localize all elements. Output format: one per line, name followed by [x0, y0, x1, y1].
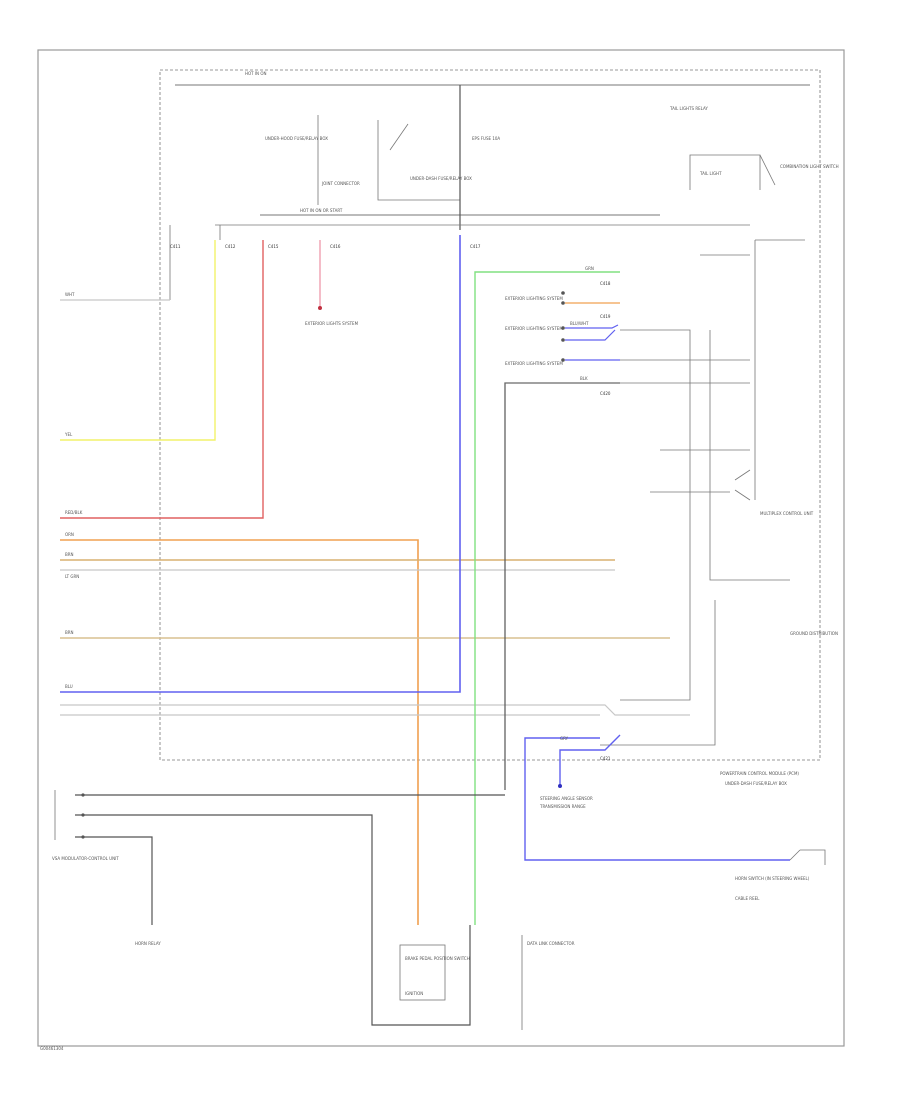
gry-label: GRY [560, 736, 569, 741]
right-switch-sub-label: TAIL LIGHT [699, 171, 722, 176]
fuse-box-label: UNDER-DASH FUSE/RELAY BOX [410, 176, 472, 181]
right-switch-label: COMBINATION LIGHT SWITCH [780, 164, 839, 169]
joint-label: JOINT CONNECTOR [321, 181, 360, 186]
ground-label: HORN RELAY [135, 941, 161, 946]
connector-node [81, 813, 85, 817]
blue-wire [60, 235, 461, 693]
connector-label: C420 [600, 391, 611, 396]
orange-wire [60, 539, 419, 925]
right-switch-blade [759, 154, 776, 186]
blue-loop-wire [559, 734, 621, 785]
steering-label: STEERING ANGLE SENSOR [540, 796, 593, 801]
blue-white-label: BLU/WHT [570, 321, 589, 326]
ignition-label: IGNITION [405, 991, 423, 996]
eps-switch [389, 123, 409, 151]
relay-box-label: BRAKE PEDAL POSITION SWITCH [405, 956, 470, 961]
connector-node [561, 326, 565, 330]
grey-wire-2 [60, 704, 690, 716]
tan-wire-1-label: BRN [65, 552, 74, 557]
horn-switch-label: HORN SWITCH (IN STEERING WHEEL) [735, 876, 810, 881]
ext-lighting-c-label: EXTERIOR LIGHTING SYSTEM [505, 361, 563, 366]
red-wire-label: RED/BLK [65, 510, 83, 515]
white-wire-label: WHT [65, 292, 75, 297]
pink-wire-node [318, 306, 322, 310]
connector-label: C416 [330, 244, 341, 249]
steering-sub-label: TRANSMISSION RANGE [539, 804, 586, 809]
connector-node [561, 291, 565, 295]
orange-wire-label: ORN [65, 532, 74, 537]
pcm-label: POWERTRAIN CONTROL MODULE (PCM) [720, 771, 799, 776]
connector-label: C415 [268, 244, 279, 249]
diagram-frame [37, 49, 845, 1047]
tail-relay-label: TAIL LIGHTS RELAY [669, 106, 708, 111]
left-block-label: UNDER-HOOD FUSE/RELAY BOX [265, 136, 328, 141]
connector-label: C417 [470, 244, 481, 249]
top-bus-label: HOT IN ON [245, 71, 266, 76]
blue-stub-2 [565, 329, 616, 341]
eps-fuse-label: EPS FUSE 10A [472, 136, 500, 141]
blue-stub-1 [565, 324, 619, 329]
relay-box [399, 944, 446, 1001]
eps-fuse-block [377, 120, 460, 201]
yellow-wire [60, 240, 216, 441]
bcm-lead-8 [734, 469, 751, 501]
bcm-lead-2 [620, 329, 691, 701]
exterior-lights-label: EXTERIOR LIGHTS SYSTEM [305, 321, 359, 326]
lower-left-module-label: VSA MODULATOR-CONTROL UNIT [52, 856, 119, 861]
connector-label: C419 [600, 314, 611, 319]
ext-lighting-d-label: BLK [580, 376, 588, 381]
red-wire [60, 240, 264, 519]
connector-node [81, 835, 85, 839]
connector-node [561, 301, 565, 305]
black-stub [504, 382, 620, 790]
ig-bus-label: HOT IN ON OR START [300, 208, 343, 213]
black-wire-2 [75, 814, 471, 1026]
bcm-lead-5 [709, 330, 790, 581]
steering-node [558, 784, 562, 788]
bcm-label: MULTIPLEX CONTROL UNIT [760, 511, 814, 516]
right-switch-body [689, 154, 761, 190]
connector-label: C412 [225, 244, 236, 249]
connector-node [81, 793, 85, 797]
bcm-box [754, 239, 805, 500]
black-wire-3 [75, 836, 153, 925]
connector-node [561, 338, 565, 342]
pcm-sub-label: UNDER-DASH FUSE/RELAY BOX [725, 781, 787, 786]
blue-wire-label: BLU [65, 684, 73, 689]
yellow-wire-label: YEL [64, 432, 73, 437]
right-dashed-border [159, 69, 821, 761]
green-wire [474, 271, 620, 925]
ext-lighting-b-label: EXTERIOR LIGHTING SYSTEM [505, 326, 563, 331]
footer-code: G00461304 [40, 1046, 64, 1051]
horn-switch [789, 849, 826, 865]
connector-label: C418 [600, 281, 611, 286]
connector-label: C421 [600, 756, 611, 761]
connector-label: C411 [170, 244, 181, 249]
ground-sub-label: GROUND DISTRIBUTION [790, 631, 838, 636]
data-link-label: DATA LINK CONNECTOR [527, 941, 575, 946]
blue-return-wire [524, 737, 790, 861]
bcm-lead-9 [600, 600, 716, 746]
ext-lighting-a-label: EXTERIOR LIGHTING SYSTEM [505, 296, 563, 301]
cable-reel-label: CABLE REEL [735, 896, 760, 901]
connector-node [561, 358, 565, 362]
tan-wire-2-label: BRN [65, 630, 74, 635]
green-wire-label: GRN [585, 266, 594, 271]
grey-wire-1-label: LT GRN [65, 574, 79, 579]
